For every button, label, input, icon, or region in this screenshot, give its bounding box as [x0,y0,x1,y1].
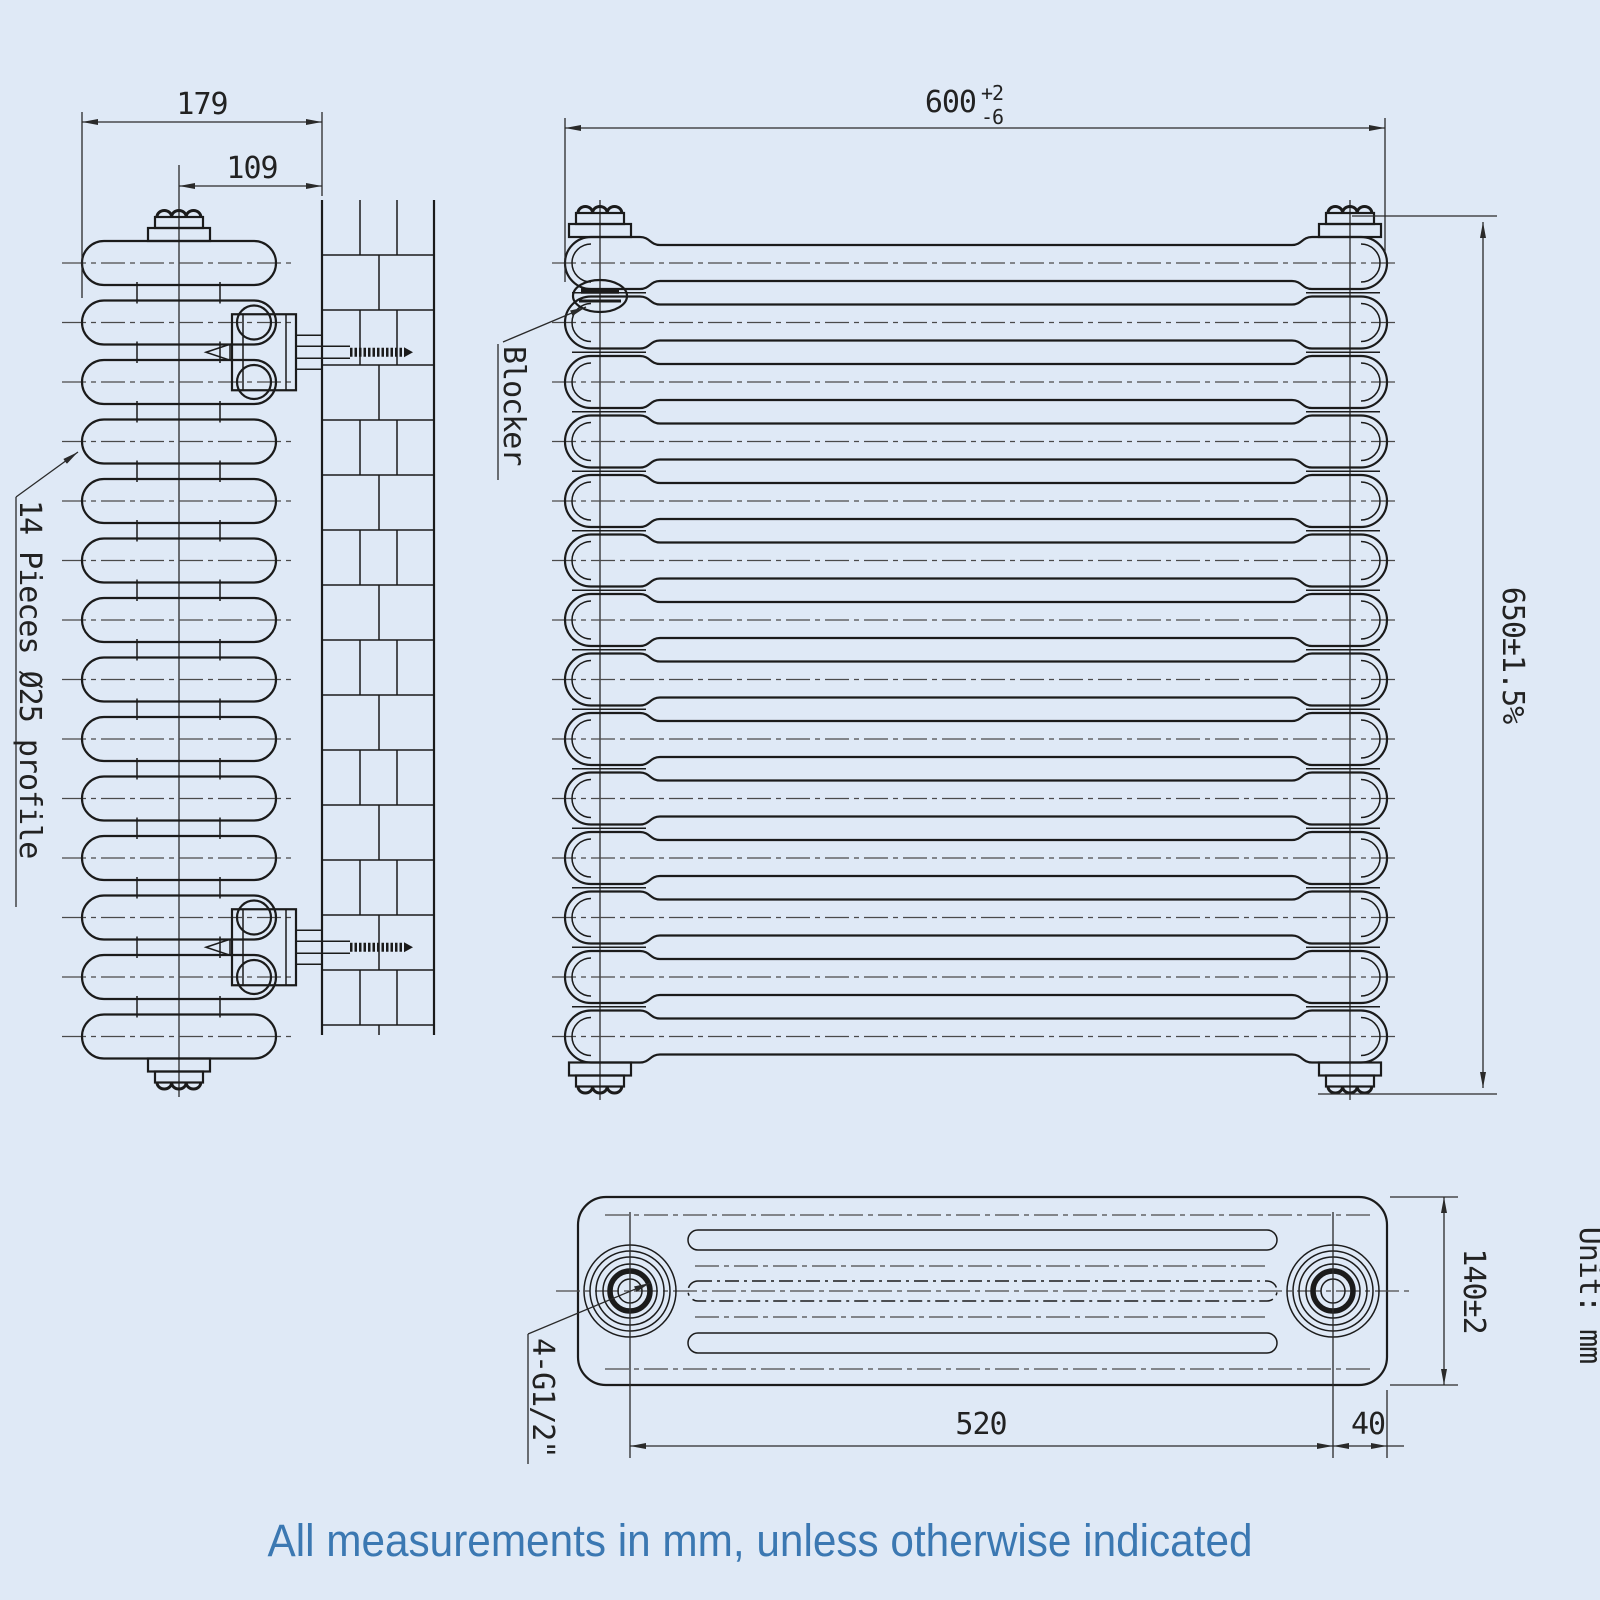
dim-text-600-tol-minus: -6 [981,105,1003,129]
dim-text-600-tol-plus: +2 [981,81,1003,105]
front-tube-rows [563,235,1389,1064]
dimension-side-depth: 179 [81,87,323,298]
slot-top [687,1229,1278,1251]
unit-label: Unit: mm [1572,1227,1600,1364]
dim-text-109: 109 [226,151,277,186]
dimension-wall-to-axis: 109 [179,151,322,189]
dim-text-179: 179 [176,87,227,122]
dimension-port-to-edge: 40 [1333,1390,1404,1458]
bottom-view: 4-G1/2" 520 40 140±2 [525,1195,1491,1464]
measurements-note: All measurements in mm, unless otherwise… [268,1515,1253,1566]
dimension-front-height: 650±1.5% [1318,215,1530,1095]
dim-text-520: 520 [955,1407,1006,1442]
dimension-port-spacing: 520 [630,1407,1333,1449]
callout-pieces-profile: 14 Pieces Ø25 profile [12,451,79,907]
dim-text-40: 40 [1351,1407,1385,1442]
callout-thread-ports: 4-G1/2" [525,1282,651,1464]
blocker-label: Blocker [496,346,531,465]
dimension-front-width: 600 +2 -6 [564,81,1386,282]
front-end-caps [567,205,1383,1095]
side-end-caps [146,209,212,1091]
side-view: 179 109 14 Pieces Ø25 profile [12,87,436,1097]
front-view: Blocker 600 +2 -6 650±1.5% [496,81,1530,1100]
dim-text-140: 140±2 [1456,1248,1491,1333]
side-column-profile [80,239,278,1060]
dim-text-600: 600 [925,85,976,120]
thread-ports-label: 4-G1/2" [525,1338,560,1457]
side-centerlines [62,262,294,1038]
front-centerlines [552,262,1398,1038]
slot-bottom [687,1332,1278,1354]
dim-text-650: 650±1.5% [1495,587,1530,724]
slot-middle [687,1280,1278,1302]
wall-bracket-top [206,306,413,400]
pieces-profile-label: 14 Pieces Ø25 profile [12,500,47,858]
blocker-detail: Blocker [496,278,629,480]
wall-section [320,200,436,1035]
dimension-bottom-depth: 140±2 [1390,1196,1491,1386]
